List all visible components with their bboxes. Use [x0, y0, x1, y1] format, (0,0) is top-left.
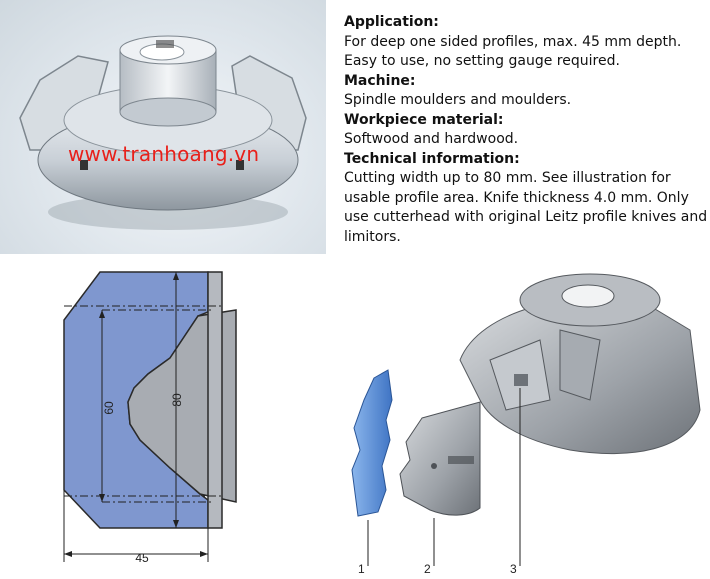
knife-edge	[207, 271, 223, 529]
dimension-60-label: 60	[102, 401, 116, 415]
dimension-45-label: 45	[135, 551, 149, 565]
application-text: For deep one sided profiles, max. 45 mm …	[344, 33, 682, 70]
application-heading: Application:	[344, 14, 439, 30]
label-1: 1	[358, 562, 365, 576]
profile-area-drawing: 60 80 45	[63, 271, 237, 565]
machine-text: Spindle moulders and moulders.	[344, 92, 572, 108]
technical-information-heading: Technical information:	[344, 150, 520, 167]
watermark-text: www.tranhoang.vn	[68, 142, 260, 166]
cutterhead-illustration	[19, 35, 307, 230]
workpiece-material-heading: Workpiece material:	[344, 111, 504, 128]
profile-knife-part	[351, 369, 393, 517]
machine-heading: Machine:	[344, 72, 416, 89]
product-info: Application: For deep one sided profiles…	[344, 13, 710, 247]
dimension-80-label: 80	[170, 393, 184, 407]
workpiece-material-text: Softwood and hardwood.	[344, 131, 519, 147]
product-photo: www.tranhoang.vn	[0, 0, 326, 254]
label-3: 3	[510, 562, 517, 576]
exploded-view-drawing: 1 2 3	[351, 273, 701, 576]
limitor-part	[399, 401, 481, 516]
label-2: 2	[424, 562, 431, 576]
technical-information-text: Cutting width up to 80 mm. See illustrat…	[344, 170, 708, 245]
cutterhead-body	[459, 273, 701, 455]
